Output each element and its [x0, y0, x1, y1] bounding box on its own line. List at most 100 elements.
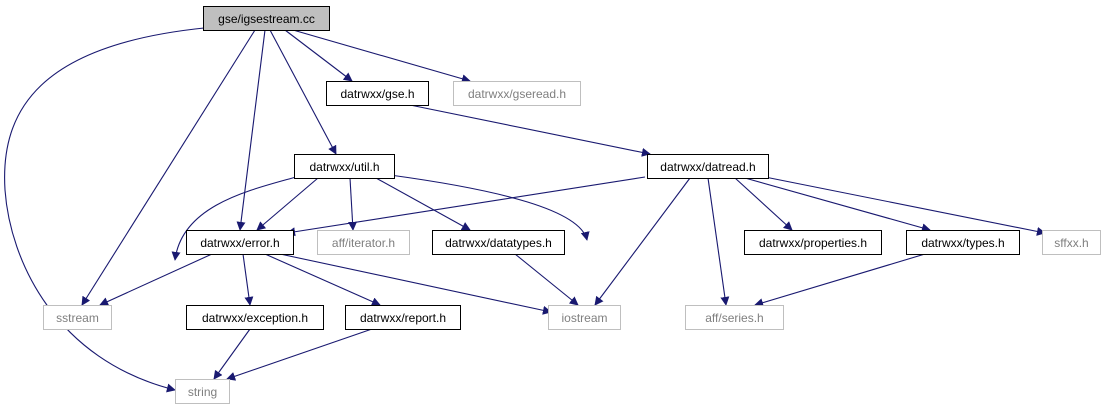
node-string: string [175, 379, 230, 404]
edge-exception-to-string [213, 328, 251, 380]
node-box [203, 6, 330, 31]
node-box [906, 230, 1020, 255]
edge-arrow [99, 253, 213, 306]
edge-arrow [226, 328, 373, 381]
edge-arrow [754, 253, 926, 307]
edge-error-to-sstream [99, 253, 213, 306]
edge-arrow [256, 177, 319, 231]
node-label: iostream [561, 311, 607, 325]
node-label: datrwxx/exception.h [202, 311, 308, 325]
edge-arrow [236, 29, 266, 231]
node-box [186, 230, 294, 255]
edge-arrow [264, 253, 381, 306]
node-label: datrwxx/properties.h [759, 236, 867, 250]
edge-arrow [171, 176, 297, 261]
node-box [432, 230, 565, 255]
node-util[interactable]: datrwxx/util.h [294, 154, 395, 179]
node-label: datrwxx/datatypes.h [445, 236, 552, 250]
node-box [453, 81, 581, 106]
node-exception[interactable]: datrwxx/exception.h [186, 305, 324, 330]
edge-root-to-gse [284, 29, 353, 82]
node-box [1042, 230, 1101, 255]
edge-util-to-iterator [348, 177, 358, 231]
edge-arrow [389, 174, 590, 241]
node-label: aff/series.h [705, 311, 763, 325]
nodes-layer: gse/igsestream.cc datrwxx/gse.h datrwxx/gs… [43, 6, 1101, 404]
edge-error-to-exception [242, 253, 254, 306]
node-label: datrwxx/gse.h [340, 87, 414, 101]
node-root[interactable]: gse/igsestream.cc [203, 6, 330, 31]
edge-error-to-iostream [279, 253, 552, 315]
edge-datread-to-iostream [594, 177, 691, 306]
node-box [548, 305, 621, 330]
node-label: datrwxx/report.h [360, 311, 446, 325]
node-label: datrwxx/gseread.h [468, 87, 566, 101]
edge-root-to-error [236, 29, 266, 231]
edge-arrow [594, 177, 691, 306]
node-label: sffxx.h [1054, 236, 1088, 250]
node-report[interactable]: datrwxx/report.h [345, 305, 461, 330]
node-box [685, 305, 784, 330]
node-label: datrwxx/types.h [921, 236, 1004, 250]
node-datread[interactable]: datrwxx/datread.h [647, 154, 769, 179]
edge-arrow [734, 177, 793, 231]
edge-types-to-series [754, 253, 926, 307]
edge-arrow [744, 177, 931, 233]
edge-arrow [286, 176, 646, 237]
node-box [744, 230, 882, 255]
node-box [345, 305, 461, 330]
node-iostream: iostream [548, 305, 621, 330]
edge-root-to-gseread [292, 29, 471, 84]
edge-datatypes-to-iostream [514, 253, 579, 306]
node-datatypes[interactable]: datrwxx/datatypes.h [432, 230, 565, 255]
node-series: aff/series.h [685, 305, 784, 330]
node-label: datrwxx/datread.h [660, 160, 755, 174]
edge-arrow [213, 328, 251, 380]
edge-datread-to-error [286, 176, 646, 237]
edge-datread-to-series [707, 177, 730, 306]
node-sffxx: sffxx.h [1042, 230, 1101, 255]
edge-datread-to-properties [734, 177, 793, 231]
edge-arrow [279, 253, 552, 315]
node-gseread: datrwxx/gseread.h [453, 81, 581, 106]
node-types[interactable]: datrwxx/types.h [906, 230, 1020, 255]
edge-error-to-report [264, 253, 381, 306]
node-label: gse/igsestream.cc [218, 12, 315, 26]
node-box [43, 305, 112, 330]
edge-arrow [707, 177, 730, 306]
edge-util-to-iostream [389, 174, 590, 241]
edge-arrow [514, 253, 579, 306]
edge-datread-to-sffxx [764, 176, 1046, 236]
edge-arrow [81, 29, 256, 306]
edge-arrow [375, 177, 471, 231]
edge-arrow [348, 177, 358, 231]
node-error[interactable]: datrwxx/error.h [186, 230, 294, 255]
edge-arrow [409, 104, 651, 157]
edge-datread-to-types [744, 177, 931, 233]
node-box [294, 154, 395, 179]
node-iterator: aff/iterator.h [317, 230, 410, 255]
node-box [186, 305, 324, 330]
node-label: datrwxx/error.h [200, 236, 279, 250]
edge-gse-to-datread [409, 104, 651, 157]
edge-root-to-sstream [81, 29, 256, 306]
node-box [317, 230, 410, 255]
edge-arrow [242, 253, 254, 306]
node-gse[interactable]: datrwxx/gse.h [326, 81, 429, 106]
edge-arrow [292, 29, 471, 84]
node-label: sstream [56, 311, 99, 325]
node-box [326, 81, 429, 106]
edge-arrow [269, 29, 337, 155]
node-label: datrwxx/util.h [309, 160, 379, 174]
node-properties[interactable]: datrwxx/properties.h [744, 230, 882, 255]
edges-layer [4, 27, 1046, 393]
edge-report-to-string [226, 328, 373, 381]
edge-root-to-string [4, 27, 205, 393]
edge-arrow [764, 176, 1046, 236]
node-label: aff/iterator.h [332, 236, 395, 250]
node-box [175, 379, 230, 404]
node-label: string [188, 385, 217, 399]
edge-util-to-datatypes [375, 177, 471, 231]
edge-arrow [284, 29, 353, 82]
